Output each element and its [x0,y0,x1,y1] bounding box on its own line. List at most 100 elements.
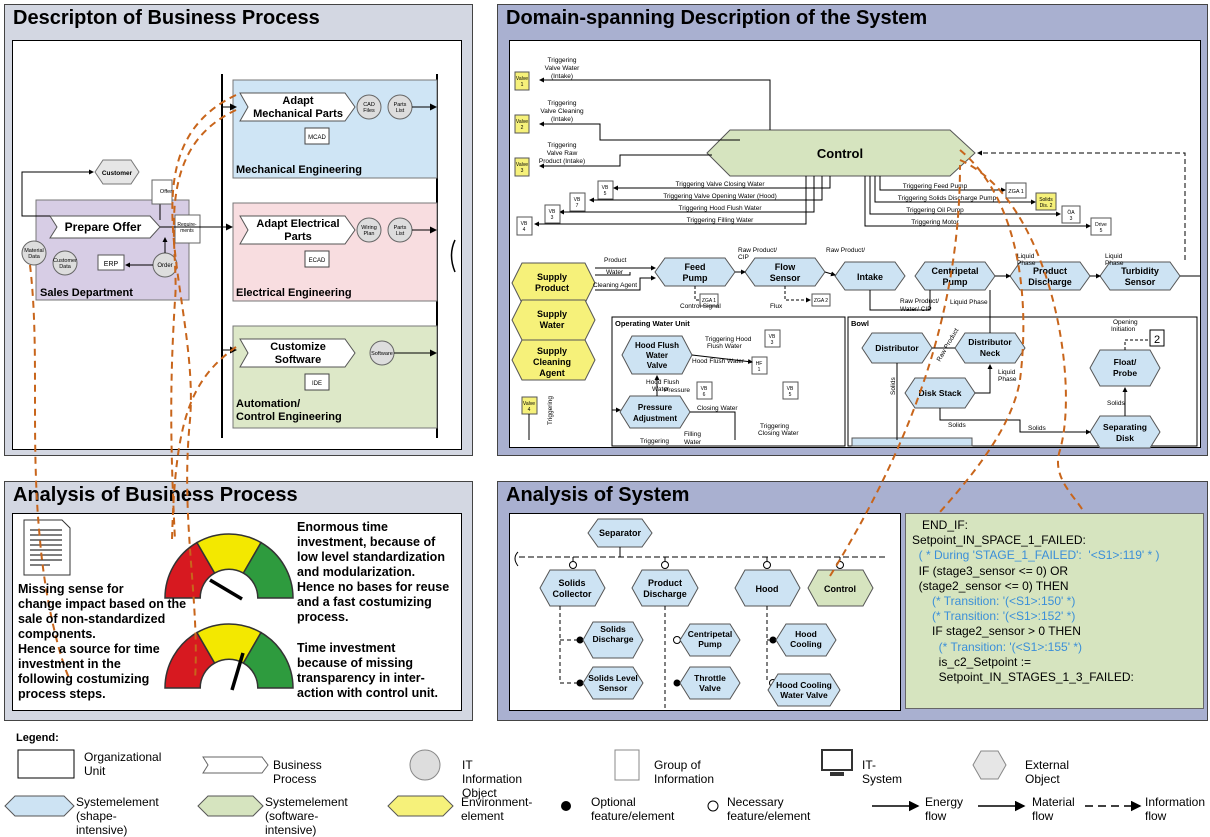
fl-liquid1: Liquid [1017,253,1035,260]
flow-sensor-2: Sensor [770,273,801,283]
svg-text:Probe: Probe [1113,368,1137,378]
requirements-1: Require- [177,222,197,228]
svg-text:Liquid: Liquid [998,369,1016,376]
trig-r3: Triggering Motor [911,219,959,226]
svg-text:Water: Water [652,386,670,393]
tree-root: Separator [599,528,642,538]
code-line: END_IF: [912,518,969,532]
svg-text:4: 4 [528,407,531,413]
fl-rawcip: Raw Product/ [738,247,777,254]
code-line: is_c2_Setpoint := [912,654,1032,669]
code-line: (* Transition: '(<S1>:152' *) [912,609,1076,624]
svg-text:VB: VB [602,185,609,191]
leaf-3-2: Valve [699,683,721,693]
trig-r0: Triggering Feed Pump [903,183,968,190]
fl-cleaning: Cleaning Agent [593,282,637,289]
business-process-title: Descripton of Business Process [13,7,320,29]
owu-title: Operating Water Unit [615,319,690,328]
material-data-1: Material [24,248,44,254]
code-line: Setpoint_IN_SPACE_1_FAILED: [912,533,1086,548]
svg-text:Water/ CIP: Water/ CIP [900,306,932,313]
zga2: ZGA 2 [814,298,828,304]
code-line: (* Transition: '(<S1>:150' *) [912,594,1076,609]
svg-text:Valve: Valve [516,76,528,82]
leaf-5-1: Hood Cooling [776,680,832,690]
svg-text:Opening: Opening [1113,319,1138,326]
svg-text:2: 2 [521,125,524,131]
svg-text:Adjustment: Adjustment [633,414,677,423]
svg-text:Triggering Hood: Triggering Hood [705,336,752,343]
leaf-0-1: Solids [600,624,626,634]
parts2-2: List [396,231,405,237]
code-line: ( * During 'STAGE_1_FAILED': '<S1>:119' … [912,548,1160,563]
svg-text:VB: VB [769,334,776,340]
product-discharge-1: Product [1033,266,1067,276]
code-line: (stage2_sensor <= 0) THEN [912,578,1069,593]
svg-text:Raw Product/: Raw Product/ [826,247,865,254]
centripetal-2: Pump [942,277,968,287]
turbidity-1: Turbidity [1121,266,1159,276]
legend-external: External Object [1025,758,1070,786]
svg-text:1: 1 [758,367,761,373]
parts-1: Parts [394,102,407,108]
order-label: Order [157,263,172,269]
gauge-segment [242,541,294,599]
svg-text:3: 3 [521,168,524,174]
svg-text:Disk Stack: Disk Stack [919,388,962,398]
svg-text:Solids: Solids [948,422,966,429]
svg-text:Valve: Valve [647,361,668,370]
code-line: IF (stage3_sensor <= 0) OR [912,563,1069,578]
trig-l1: Triggering Valve Opening Water (Hood) [663,193,777,200]
fl-flux: Flux [770,303,783,310]
control-element: Control [706,129,976,177]
leaf-5-2: Water Valve [780,690,828,700]
svg-text:Dis. 2: Dis. 2 [1040,203,1053,209]
svg-text:Drive: Drive [1095,222,1107,228]
gauge-1 [164,533,294,601]
v1-l1: Triggering [547,57,576,64]
product-discharge-2: Discharge [1028,277,1072,287]
svg-text:5: 5 [604,191,607,197]
svg-text:Distributor: Distributor [968,337,1012,347]
cad-2: Files [363,108,375,114]
svg-text:HF: HF [756,361,763,367]
leaf-4-2: Cooling [790,639,822,649]
svg-text:VB: VB [549,209,556,215]
code-listing: END_IF:Setpoint_IN_SPACE_1_FAILED: ( * D… [905,513,1204,709]
legend-bp: Business Process [273,758,322,786]
leaf-1-2: Sensor [599,683,629,693]
trig-l3: Triggering Filling Water [687,217,755,224]
svg-text:4: 4 [523,227,526,233]
svg-text:7: 7 [576,203,579,209]
svg-text:Valve: Valve [523,401,535,407]
ecad-label: ECAD [309,258,326,264]
svg-text:Triggering: Triggering [640,438,669,445]
svg-text:Liquid: Liquid [1105,253,1123,260]
mcad-label: MCAD [308,135,326,141]
svg-text:Solids: Solids [1028,425,1046,432]
child-solids-1: Solids [558,578,585,588]
trig-r1: Triggering Solids Discharge Pump [898,195,997,202]
svg-text:5: 5 [789,392,792,398]
svg-text:3: 3 [771,340,774,346]
legend-title: Legend: [16,732,59,744]
svg-text:VB: VB [521,221,528,227]
turbidity-2: Sensor [1125,277,1156,287]
child-solids-2: Collector [552,589,592,599]
svg-text:Distributor: Distributor [875,343,919,353]
svg-text:Valve: Valve [516,162,528,168]
leaf-2-1: Centripetal [688,629,732,639]
code-line: Setpoint_IN_STAGES_1_3_FAILED: [912,670,1134,685]
v3-l1: Triggering [547,142,576,149]
gauge-segment [242,631,294,689]
v3-l2: Valve Raw [547,150,578,157]
legend-it-info: IT Information Object [462,758,523,800]
svg-text:Liquid Phase: Liquid Phase [950,299,988,306]
offer-label: Offer [160,189,172,195]
erp-label: ERP [104,261,119,268]
svg-text:5: 5 [1100,228,1103,234]
fl-control-signal: Control Signal [680,303,721,310]
elec-proc-2: Parts [284,231,312,243]
